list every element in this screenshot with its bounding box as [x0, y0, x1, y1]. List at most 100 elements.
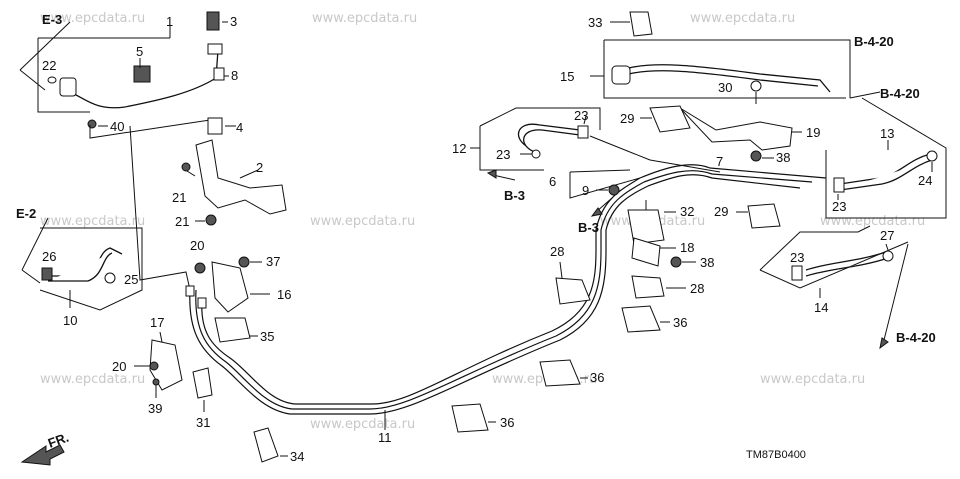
hose-clip — [59, 77, 77, 97]
bracket-line — [759, 241, 909, 289]
fuel-pipe — [195, 181, 645, 410]
callout-14: 14 — [814, 300, 828, 315]
clip-34 — [253, 427, 279, 463]
clip-31 — [192, 367, 213, 399]
callout-28: 28 — [550, 244, 564, 259]
group-fuel-hose-15 — [590, 11, 881, 104]
bracket-line — [603, 40, 846, 99]
callout-25: 25 — [124, 272, 138, 287]
callout-36: 36 — [500, 415, 514, 430]
mounting-bracket — [195, 139, 287, 215]
clamp-23 — [833, 177, 845, 193]
leader-line — [129, 125, 191, 291]
group-pipe-clips — [451, 200, 696, 433]
clamp-24 — [926, 150, 938, 162]
callout-layer: 1 2 3 4 5 6 7 8 9 10 11 12 13 14 15 16 1… — [42, 14, 932, 464]
diagram-code: TM87B0400 — [746, 449, 806, 461]
pipe-end — [197, 297, 207, 309]
group-fuel-hose-13 — [825, 97, 947, 219]
clip-32 — [627, 209, 665, 245]
bracket-line — [479, 107, 601, 130]
nut-20 — [194, 262, 206, 274]
group-fuel-hose-14 — [759, 225, 909, 350]
clamp-27 — [882, 250, 894, 262]
fuel-hose — [523, 129, 581, 153]
clamp-30 — [750, 80, 762, 92]
watermark: www.epcdata.ru — [40, 214, 145, 229]
clip-3 — [206, 11, 220, 31]
arrow-head — [590, 207, 603, 217]
callout-35: 35 — [260, 329, 274, 344]
callout-16: 16 — [277, 287, 291, 302]
callout-7: 7 — [716, 154, 723, 169]
callout-23: 23 — [574, 108, 588, 123]
watermark: www.epcdata.ru — [40, 372, 145, 387]
joint-9 — [608, 184, 620, 196]
leader-line — [89, 119, 211, 139]
nut-40 — [87, 119, 97, 129]
fuel-pipe — [189, 185, 649, 415]
reference-arrow-line — [19, 21, 71, 71]
leader-line — [239, 169, 259, 179]
clip-26 — [41, 267, 53, 281]
callout-21: 21 — [172, 190, 186, 205]
clip-28 — [631, 275, 665, 299]
watermark: www.epcdata.ru — [690, 11, 795, 26]
reference-b4-20: B-4-20 — [854, 34, 894, 49]
callout-23: 23 — [496, 147, 510, 162]
callout-18: 18 — [680, 240, 694, 255]
callout-26: 26 — [42, 249, 56, 264]
clamp-5 — [133, 65, 151, 83]
bracket-line — [569, 169, 631, 173]
mount-16 — [211, 261, 249, 313]
group-bracket-19 — [640, 105, 802, 229]
callout-36: 36 — [673, 315, 687, 330]
bolt-38 — [670, 256, 682, 268]
callout-17: 17 — [150, 315, 164, 330]
callout-9: 9 — [582, 183, 589, 198]
leader-line — [559, 261, 563, 279]
reference-layer: E-3 E-2 B-3 B-3 B-4-20 B-4-20 B-4-20 — [16, 12, 936, 345]
callout-22: 22 — [42, 58, 56, 73]
callout-20: 20 — [112, 359, 126, 374]
callout-10: 10 — [63, 313, 77, 328]
clamp-23 — [791, 265, 803, 281]
bracket-line — [759, 225, 871, 271]
clip-18 — [631, 237, 661, 267]
clamp-23 — [577, 125, 589, 139]
bracket-line — [569, 172, 641, 199]
callout-30: 30 — [718, 80, 732, 95]
group-joint-9 — [569, 169, 641, 217]
hose-end — [207, 43, 223, 55]
reference-arrow-line — [21, 269, 41, 284]
watermark: www.epcdata.ru — [312, 11, 417, 26]
callout-23: 23 — [832, 199, 846, 214]
reference-b3: B-3 — [578, 220, 599, 235]
nut-39 — [152, 378, 160, 386]
callout-38: 38 — [700, 255, 714, 270]
reference-arrow-line — [849, 91, 881, 99]
bracket-line — [825, 97, 947, 219]
callout-36: 36 — [590, 370, 604, 385]
callout-6: 6 — [549, 174, 556, 189]
callout-3: 3 — [230, 14, 237, 29]
callout-15: 15 — [560, 69, 574, 84]
group-protector-17 — [134, 331, 288, 463]
callout-8: 8 — [231, 68, 238, 83]
reference-arrow-line — [492, 174, 516, 181]
callout-24: 24 — [918, 173, 932, 188]
group-bracket-2 — [89, 117, 287, 291]
fuel-pipe — [201, 177, 641, 405]
fuel-hose — [805, 257, 889, 277]
reference-arrow-line — [21, 217, 49, 271]
fuel-hose — [805, 251, 887, 271]
bolt-20 — [149, 361, 159, 371]
mount-35 — [214, 317, 251, 343]
clip-33 — [629, 11, 653, 37]
callout-13: 13 — [880, 126, 894, 141]
clip-4 — [207, 117, 223, 135]
reference-b4-20: B-4-20 — [880, 86, 920, 101]
o-ring-22 — [47, 76, 57, 84]
leader-line — [186, 170, 196, 177]
